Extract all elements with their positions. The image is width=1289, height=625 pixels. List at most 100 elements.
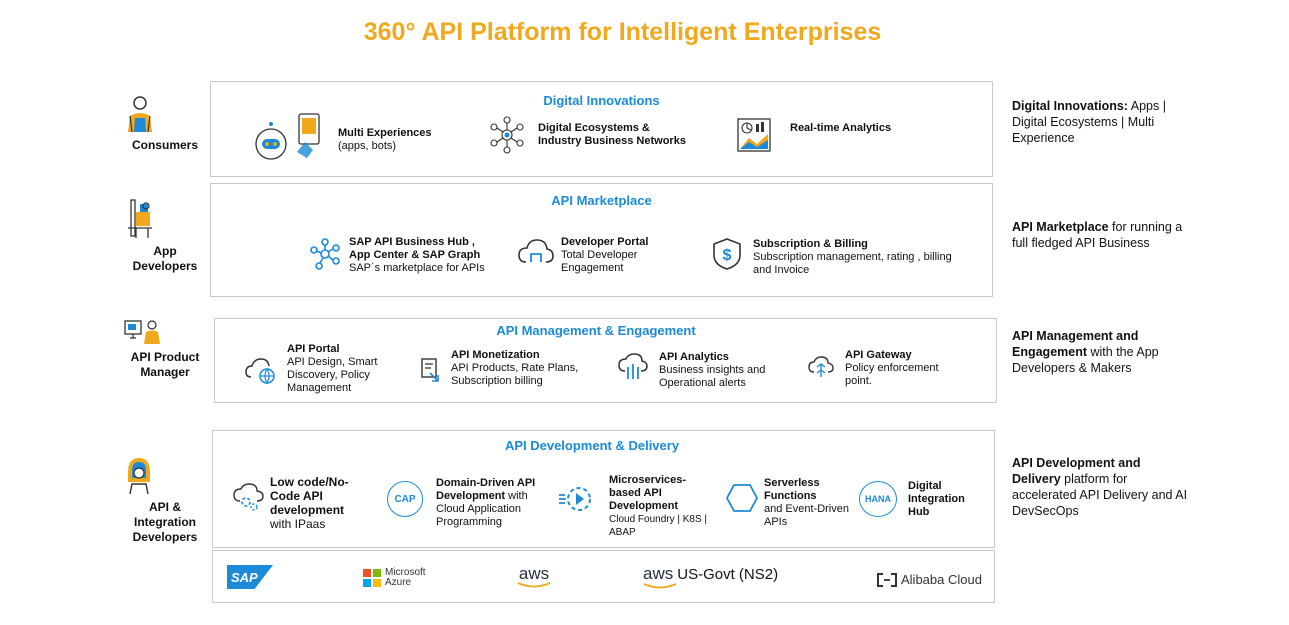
page-title: 360° API Platform for Intelligent Enterp… [363,18,882,46]
sidebar-text: Apps | Digital Ecosystems | Multi Experi… [1012,99,1166,145]
serverless-item: Serverless Functions and Event-Driven AP… [764,477,849,529]
microservices-gear-icon [557,481,597,517]
manager-monitor-icon [122,318,208,346]
item-subtext: Operational alerts [659,377,746,389]
aws-smile-icon [517,582,551,588]
subscription-billing-item: Subscription & Billing Subscription mana… [753,238,952,277]
hexagon-icon [725,483,759,513]
sidebar-api-management: API Management and Engagement with the A… [1012,328,1192,376]
aws-logo-text: aws [643,564,674,583]
item-subtext: Policy enforcement [845,362,939,374]
sap-api-business-hub-item: SAP API Business Hub , App Center & SAP … [349,236,485,275]
azure-logo-text: Microsoft Azure [385,568,426,588]
item-subtext: API Design, Smart [287,356,378,368]
item-subtext: (apps, bots) [338,140,397,152]
persona-label: Manager [140,365,190,379]
persona-api-product-manager: API Product Manager [122,318,208,380]
item-subtext: point. [845,375,872,387]
monetization-icon [418,357,442,383]
item-heading: Multi Experiences [338,127,432,139]
item-subtext: with IPaas [270,517,326,531]
cloud-globe-icon [245,357,277,385]
persona-label: API & [148,500,181,514]
item-heading: Real-time Analytics [790,122,892,134]
microsoft-logo-icon [363,569,381,587]
item-heading: Subscription & Billing [753,238,868,250]
digital-ecosystems-item: Digital Ecosystems & Industry Business N… [538,122,686,148]
consumer-person-icon [122,94,208,134]
sidebar-text: platform for accelerated API Delivery an… [1012,472,1188,518]
sap-logo-text: SAP [231,569,258,585]
sidebar-heading: API Marketplace [1012,220,1109,234]
sidebar-api-development: API Development and Delivery platform fo… [1012,455,1192,519]
persona-label: API Product [130,350,200,364]
api-marketplace-layer: API Marketplace SAP API Business Hub , A… [210,183,993,297]
real-time-analytics-item: Real-time Analytics [790,122,891,135]
digital-integration-hub-item: Digital Integration Hub [908,480,965,519]
item-subtext: Discovery, Policy [287,369,370,381]
chatbot-phone-icon [253,112,327,162]
hana-badge-text: HANA [865,494,891,504]
persona-label: Consumers [131,138,199,152]
item-heading: Digital Ecosystems & [538,122,650,134]
persona-integration-developers: API & Integration Developers [122,456,208,545]
api-portal-item: API Portal API Design, Smart Discovery, … [287,343,377,395]
domain-driven-item: Domain-Driven API Development with Cloud… [436,477,535,529]
cloud-providers-layer: SAP Microsoft Azure aws aws US-Govt (NS2… [212,550,995,603]
api-gateway-item: API Gateway Policy enforcement point. [845,349,939,388]
persona-label: Developers [132,259,198,273]
item-subtext: and Invoice [753,264,810,276]
cap-icon: CAP [387,481,423,517]
item-heading: Industry Business Networks [538,135,686,147]
item-heading: Integration [908,493,965,505]
aws-smile-icon [643,583,677,589]
item-subtext: Total Developer [561,249,638,261]
item-heading: Domain-Driven API [436,477,536,489]
item-heading: Functions [764,490,817,502]
item-heading: SAP API Business Hub , [349,236,475,248]
cloud-analytics-icon [618,353,648,381]
layer-title: API Management & Engagement [496,323,696,338]
aws-logo: aws [517,565,551,588]
item-subtext: Subscription management, rating , billin… [753,251,952,263]
aws-govt-text: US-Govt (NS2) [677,566,779,583]
sidebar-api-marketplace: API Marketplace for running a full fledg… [1012,219,1192,251]
sidebar-text: with the App Developers & Makers [1012,345,1159,375]
sidebar-heading: API Development and Delivery [1012,456,1141,486]
hana-icon: HANA [859,481,897,517]
item-heading: Development [436,490,506,502]
hub-network-icon [310,238,340,270]
sap-logo: SAP [227,565,273,589]
api-management-layer: API Management & Engagement API Portal A… [214,318,997,403]
sidebar-heading: API Management and Engagement [1012,329,1139,359]
integration-developer-icon [122,456,208,496]
item-subtext: Cloud Foundry | K8S | [609,514,708,525]
azure-line: Microsoft [385,567,426,578]
item-heading: Serverless [764,477,820,489]
item-heading: API Analytics [659,351,729,363]
api-development-layer: API Development & Delivery Low code/No- … [212,430,995,548]
item-subtext: APIs [764,516,788,528]
cloud-gears-icon [233,483,265,511]
item-subtext: ABAP [609,527,636,538]
item-heading: Digital [908,480,942,492]
layer-title: API Marketplace [551,193,652,208]
api-monetization-item: API Monetization API Products, Rate Plan… [451,349,578,388]
aws-logo-text: aws [518,564,550,583]
item-heading: API Monetization [451,349,540,361]
item-heading: Low code/No- [270,475,349,489]
item-heading: Developer Portal [561,236,649,248]
sidebar-heading: Digital Innovations: [1012,99,1128,113]
persona-consumers: Consumers [122,94,208,153]
item-subtext: SAP´s marketplace for APIs [349,262,485,274]
item-subtext: API Products, Rate Plans, [451,362,579,374]
digital-innovations-layer: Digital Innovations Multi Experiences (a… [210,81,993,177]
item-subtext: and Event-Driven [764,503,849,515]
persona-label: Integration [134,515,196,529]
item-subtext: Business insights and [659,364,766,376]
layer-title: API Development & Delivery [504,438,680,453]
sidebar-text: for running a full fledged API Business [1012,220,1183,250]
analytics-dashboard-icon [737,118,771,152]
item-subtext: with [505,490,528,502]
sidebar-digital-innovations: Digital Innovations: Apps | Digital Ecos… [1012,98,1182,146]
